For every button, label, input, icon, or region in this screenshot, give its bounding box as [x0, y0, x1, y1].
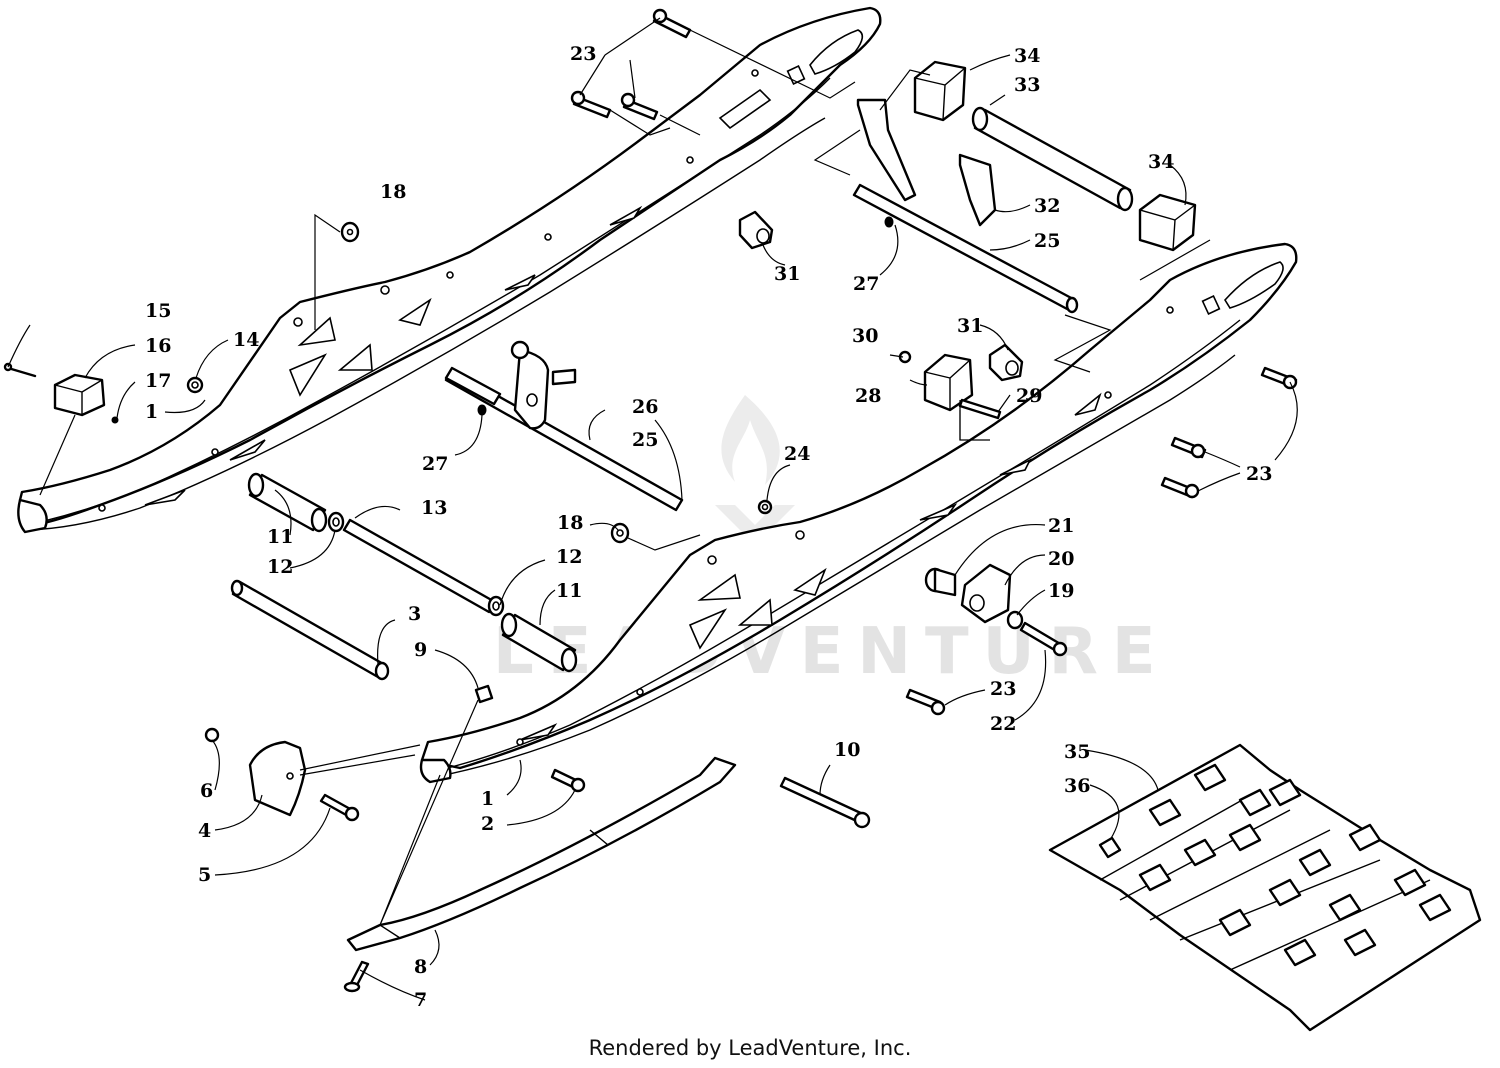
- axle-13: [342, 518, 497, 614]
- clip-27a: [477, 404, 487, 416]
- clip-9: [474, 684, 494, 704]
- shaft-33: [971, 106, 1134, 212]
- footer-credit: Rendered by LeadVenture, Inc.: [588, 1036, 912, 1060]
- bolt-29: [958, 398, 1002, 420]
- nut-6: [204, 727, 220, 743]
- callout-23: 23: [1246, 463, 1272, 485]
- bolt-10: [779, 776, 871, 829]
- block-16: [53, 373, 106, 417]
- callout-32: 32: [1034, 195, 1060, 217]
- callout-22: 22: [990, 713, 1016, 735]
- callout-18: 18: [380, 181, 406, 203]
- callout-25: 25: [1034, 230, 1060, 252]
- callout-20: 20: [1048, 548, 1074, 570]
- stud-36: [1098, 836, 1122, 859]
- callout-29: 29: [1016, 385, 1042, 407]
- callout-16: 16: [145, 335, 171, 357]
- callout-1: 1: [145, 401, 158, 423]
- callout-33: 33: [1014, 74, 1040, 96]
- block-28: [923, 353, 974, 412]
- screw-7: [343, 960, 370, 993]
- callout-12: 12: [556, 546, 582, 568]
- callout-4: 4: [198, 820, 211, 842]
- callout-12: 12: [267, 556, 293, 578]
- right-rail: [419, 242, 1298, 784]
- callout-25: 25: [632, 429, 658, 451]
- spacer-tube-11a: [247, 472, 328, 533]
- callout-31: 31: [957, 315, 983, 337]
- washer-19: [1006, 610, 1024, 630]
- washer-18a: [340, 221, 360, 243]
- callout-21: 21: [1048, 515, 1074, 537]
- callout-36: 36: [1064, 775, 1090, 797]
- callout-labels: 1 1 2 3 4 5 6 7 8 9 10 11 11 12 12 13 14…: [145, 43, 1272, 1011]
- callout-28: 28: [855, 385, 881, 407]
- wear-strip-8: [346, 756, 737, 952]
- callout-23: 23: [570, 43, 596, 65]
- callout-23: 23: [990, 678, 1016, 700]
- callout-9: 9: [414, 639, 427, 661]
- spacer-tube-11b: [500, 612, 578, 673]
- front-axle-3: [230, 579, 390, 681]
- callout-6: 6: [200, 780, 213, 802]
- arm-32: [856, 98, 997, 227]
- center-shaft-26: [444, 340, 684, 512]
- nut-24: [757, 499, 773, 515]
- callout-17: 17: [145, 370, 171, 392]
- left-rail: [17, 6, 882, 534]
- callout-30: 30: [852, 325, 878, 347]
- rear-shaft-25: [852, 183, 1079, 314]
- callout-31: 31: [774, 263, 800, 285]
- bumper-4: [248, 740, 307, 817]
- track-section-35: [1048, 743, 1482, 1032]
- callout-7: 7: [414, 989, 427, 1011]
- callout-35: 35: [1064, 741, 1090, 763]
- pin-15: [3, 362, 37, 378]
- callout-5: 5: [198, 864, 211, 886]
- callout-10: 10: [834, 739, 860, 761]
- washer-12b: [487, 595, 505, 617]
- callout-18: 18: [557, 512, 583, 534]
- bolt-2: [550, 768, 586, 793]
- bracket-20: [960, 563, 1012, 624]
- callout-1: 1: [481, 788, 494, 810]
- callout-26: 26: [632, 396, 658, 418]
- callout-2: 2: [481, 813, 494, 835]
- callout-27: 27: [422, 453, 448, 475]
- callout-34: 34: [1148, 151, 1174, 173]
- callout-14: 14: [233, 329, 259, 351]
- callout-24: 24: [784, 443, 810, 465]
- callout-34: 34: [1014, 45, 1040, 67]
- callout-13: 13: [421, 497, 447, 519]
- callout-15: 15: [145, 300, 171, 322]
- nut-14: [186, 376, 204, 394]
- bushing-31a: [738, 210, 774, 250]
- bushing-21: [924, 567, 957, 597]
- block-34b: [1138, 193, 1197, 252]
- callout-8: 8: [414, 956, 427, 978]
- clip-27b: [884, 216, 894, 228]
- bolt-22: [1019, 621, 1068, 657]
- callout-3: 3: [408, 603, 421, 625]
- callout-11: 11: [556, 580, 582, 602]
- callout-19: 19: [1048, 580, 1074, 602]
- callout-27: 27: [853, 273, 879, 295]
- leader-lines: [7, 17, 1298, 1001]
- bushing-31b: [988, 343, 1024, 382]
- clip-17: [111, 416, 119, 424]
- block-34a: [913, 60, 967, 122]
- callout-11: 11: [267, 526, 293, 548]
- washer-12a: [327, 511, 345, 533]
- bolt-5: [319, 793, 360, 822]
